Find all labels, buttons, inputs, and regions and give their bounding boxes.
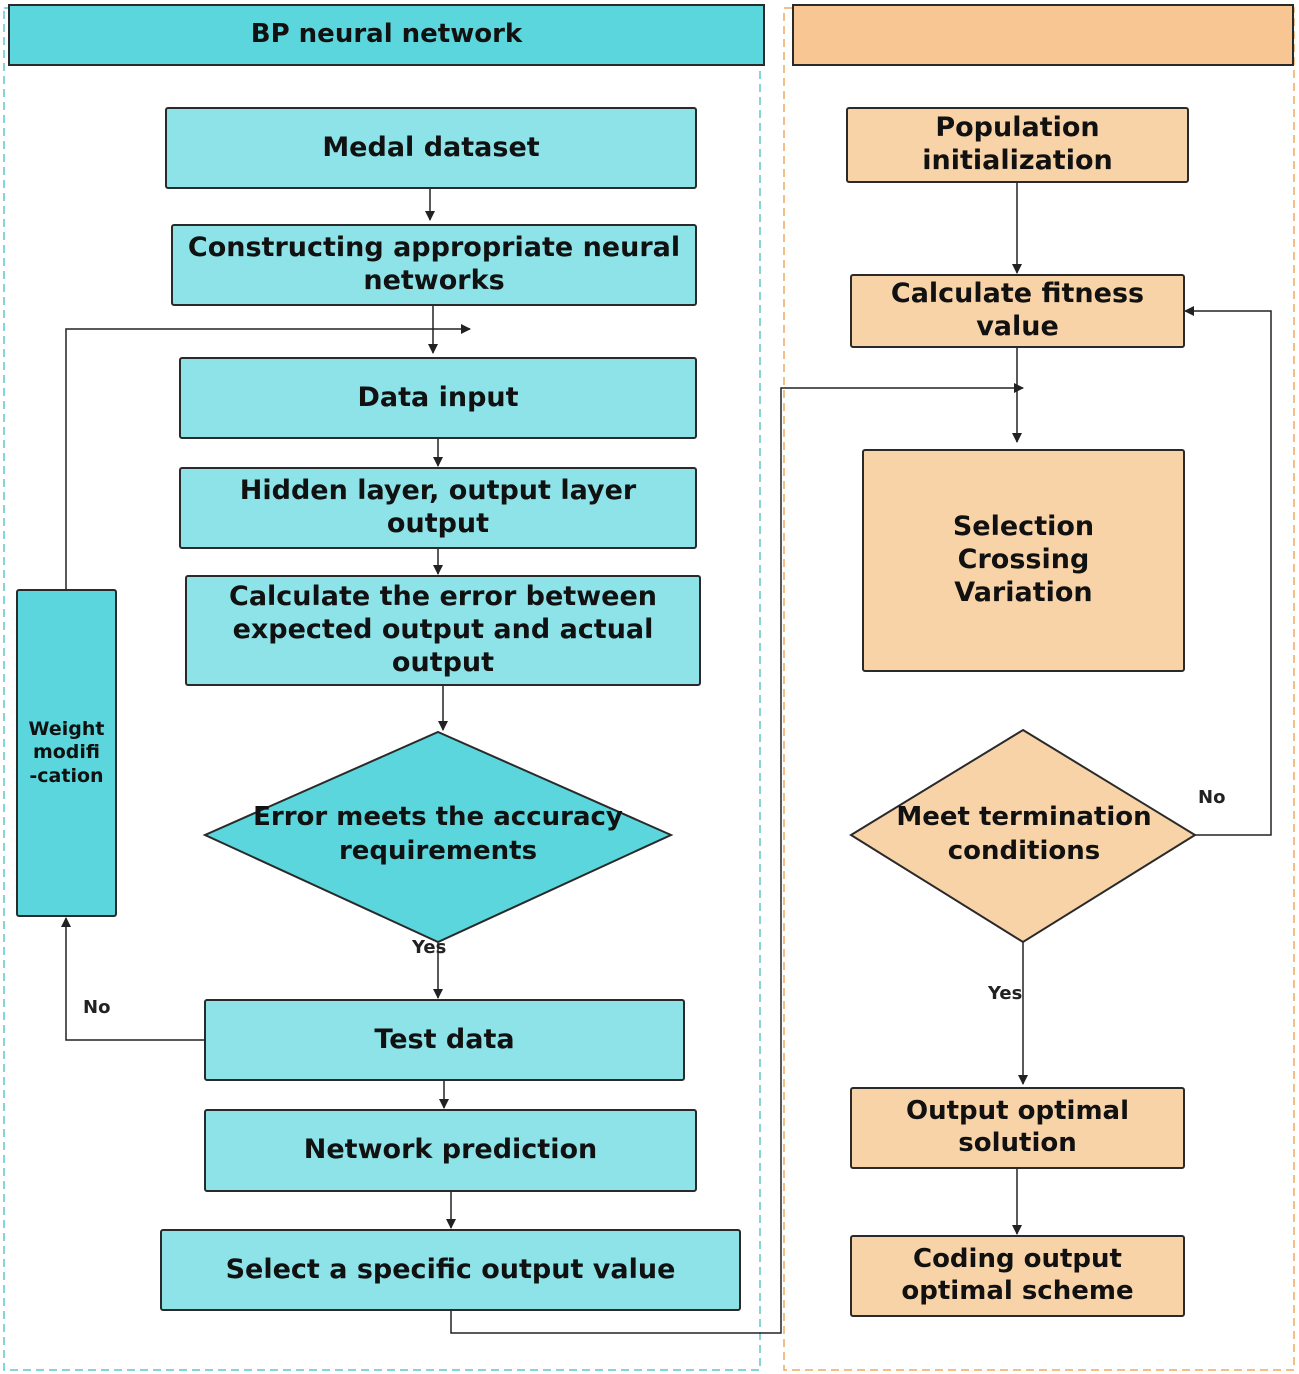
ga-no-label: No [1198,787,1226,808]
constructing-network-box: Constructing appropriate neural networks [171,224,697,306]
bp-panel-title: BP neural network [8,4,765,66]
fitness-value-box: Calculate fitness value [850,274,1185,348]
weight-modification-box: Weight modifi -cation [16,589,117,917]
selection-crossing-variation-box: Selection Crossing Variation [862,449,1185,672]
error-decision-diamond [202,730,674,944]
termination-decision-text: Meet termination conditions [896,802,1152,866]
error-decision-text: Error meets the accuracy requirements [253,802,623,866]
arrow-no-to-fitness [1184,306,1272,836]
bp-yes-label: Yes [412,937,447,958]
termination-decision-diamond [849,728,1197,944]
output-optimal-solution-box: Output optimal solution [850,1087,1185,1169]
population-init-box: Population initialization [846,107,1189,183]
connector-select-to-ga [450,383,1024,1334]
test-data-box: Test data [204,999,685,1081]
calculate-error-box: Calculate the error between expected out… [185,575,701,686]
data-input-box: Data input [179,357,697,439]
coding-output-scheme-box: Coding output optimal scheme [850,1235,1185,1317]
network-prediction-box: Network prediction [204,1109,697,1192]
ga-panel-title [792,4,1294,66]
select-output-box: Select a specific output value [160,1229,741,1311]
arrow-test-to-weight [61,917,205,1041]
medal-dataset-box: Medal dataset [165,107,697,189]
arrow-weight-to-input [65,324,471,590]
ga-yes-label: Yes [988,983,1023,1004]
hidden-output-layer-box: Hidden layer, output layer output [179,467,697,549]
bp-no-label: No [83,997,111,1018]
